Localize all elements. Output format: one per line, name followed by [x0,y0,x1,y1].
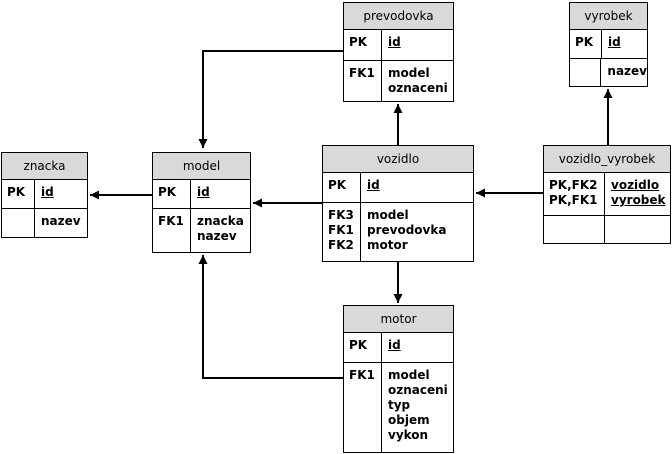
pk-columns: id [35,180,54,208]
column-model: model [367,208,409,222]
column-id: id [388,338,401,352]
column-vozidlo: vozidlo [611,178,660,192]
entity-title: motor [344,306,453,333]
attribute-section: FK1 model oznaceni [344,61,453,102]
entity-title: vozidlo [323,146,473,173]
pk-key-labels: PK [344,30,382,60]
pk-section: PK id [344,333,453,363]
column-vykon: vykon [388,428,429,442]
attribute-columns: model oznaceni typ objem vykon [382,363,448,453]
column-nazev: nazev [41,214,81,228]
pk-key-labels: PK [323,173,361,202]
fk-key-labels: FK3 FK1 FK2 [323,203,361,262]
attribute-section [544,216,670,244]
column-typ: typ [388,398,411,412]
pk-columns: id [191,180,210,208]
fk-key-labels: FK1 [344,61,382,102]
entity-model: model PK id FK1 znacka nazev [152,152,251,253]
fk-key-labels [570,59,602,87]
attribute-columns [605,216,611,244]
pk-section: PK id [153,180,250,209]
line-motor-model [198,255,343,379]
pk-section: PK id [344,30,453,61]
column-prevodovka: prevodovka [367,223,447,237]
pk-columns: id [602,30,621,58]
fk-key-labels: FK1 [344,363,382,453]
attribute-section: FK1 znacka nazev [153,209,250,253]
column-znacka: znacka [197,214,244,228]
pk-columns: vozidlo vyrobek [605,173,666,215]
column-id: id [367,178,380,192]
column-model: model [388,368,430,382]
pk-section: PK id [323,173,473,203]
pk-key-labels: PK [344,333,382,362]
entity-znacka: znacka PK id nazev [1,152,88,238]
entity-title: vozidlo_vyrobek [544,146,670,173]
entity-motor: motor PK id FK1 model oznaceni typ objem… [343,305,454,453]
attribute-section: FK3 FK1 FK2 model prevodovka motor [323,203,473,262]
attribute-columns: znacka nazev [191,209,244,253]
column-oznaceni: oznaceni [388,383,448,397]
pk-key-labels: PK [2,180,35,208]
entity-vozidlo_vyrobek: vozidlo_vyrobek PK,FK2 PK,FK1 vozidlo vy… [543,145,671,244]
fk-key-labels [544,216,605,244]
attribute-columns: model prevodovka motor [361,203,446,262]
pk-section: PK,FK2 PK,FK1 vozidlo vyrobek [544,173,670,216]
pk-columns: id [361,173,380,202]
pk-section: PK id [570,30,647,59]
pk-columns: id [382,333,401,362]
attribute-columns: nazev [601,59,647,87]
column-nazev: nazev [197,229,237,243]
entity-title: znacka [2,153,87,180]
column-id: id [41,185,54,199]
pk-key-labels: PK,FK2 PK,FK1 [544,173,605,215]
column-motor: motor [367,238,408,252]
column-objem: objem [388,413,430,427]
column-vyrobek: vyrobek [611,193,666,207]
entity-vyrobek: vyrobek PK id nazev [569,2,648,87]
column-id: id [197,185,210,199]
entity-title: model [153,153,250,180]
attribute-columns: model oznaceni [382,61,448,102]
pk-key-labels: PK [153,180,191,208]
attribute-section: FK1 model oznaceni typ objem vykon [344,363,453,453]
column-model: model [388,66,430,80]
entity-prevodovka: prevodovka PK id FK1 model oznaceni [343,2,454,102]
entity-title: vyrobek [570,3,647,30]
pk-key-labels: PK [570,30,602,58]
fk-key-labels [2,209,35,238]
entity-title: prevodovka [344,3,453,30]
pk-section: PK id [2,180,87,209]
fk-key-labels: FK1 [153,209,191,253]
column-id: id [608,35,621,49]
pk-columns: id [382,30,401,60]
column-oznaceni: oznaceni [388,81,448,95]
attribute-columns: nazev [35,209,81,238]
line-prevodovka-model [198,50,343,148]
entity-vozidlo: vozidlo PK id FK3 FK1 FK2 model prevodov… [322,145,474,262]
attribute-section: nazev [570,59,647,87]
column-nazev: nazev [607,64,647,78]
column-id: id [388,35,401,49]
attribute-section: nazev [2,209,87,238]
